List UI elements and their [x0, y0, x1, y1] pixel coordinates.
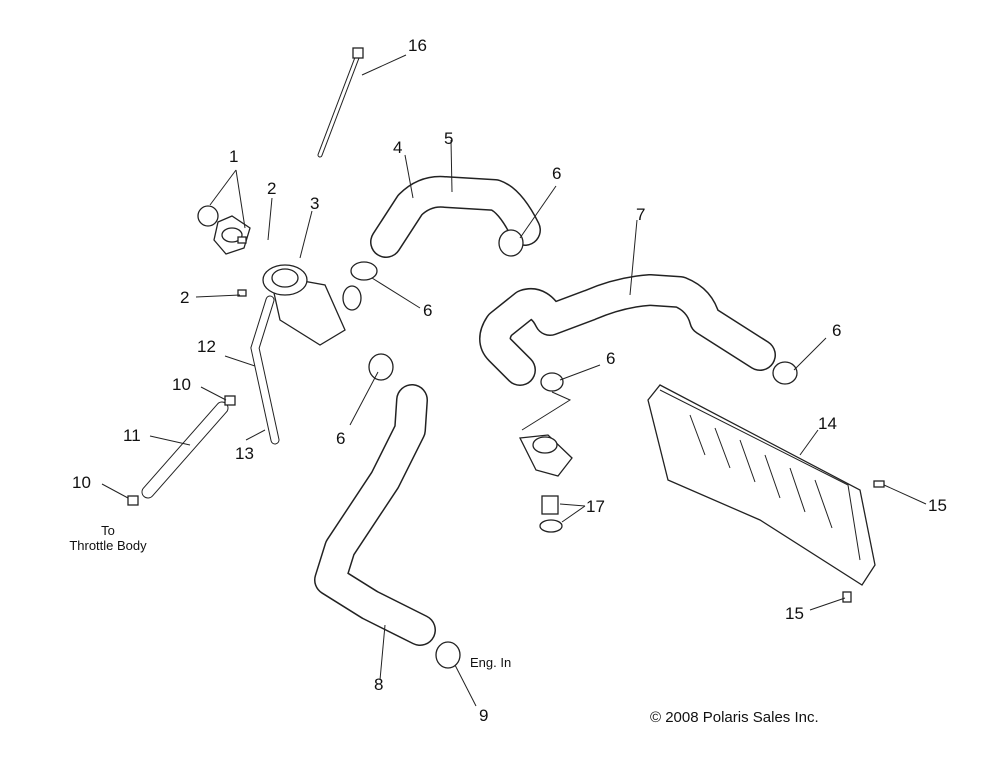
callout-15-lower: 15: [785, 604, 804, 623]
callout-7: 7: [636, 205, 646, 224]
copyright: © 2008 Polaris Sales Inc.: [650, 709, 819, 726]
hose-8: [314, 384, 436, 646]
screw-15-lower: [842, 591, 852, 603]
vent-tube-13: [250, 295, 280, 445]
callout-6-lower: 6: [336, 429, 346, 448]
callout-3: 3: [310, 194, 320, 213]
callout-14: 14: [818, 414, 837, 433]
callout-5: 5: [444, 129, 454, 148]
callout-6-thermostat: 6: [606, 349, 616, 368]
callout-9: 9: [479, 706, 489, 725]
coolant-reservoir-3: [237, 236, 362, 346]
panel-14: [647, 384, 876, 586]
hose-4-5: [370, 175, 541, 258]
thermostat-17: [539, 495, 563, 533]
throttle-body-label: Throttle Body: [69, 537, 147, 553]
leader-lines: [101, 54, 927, 707]
callout-2-lower: 2: [180, 288, 190, 307]
callout-16: 16: [408, 36, 427, 55]
callout-6-right: 6: [832, 321, 842, 340]
screw-15-upper: [873, 480, 885, 488]
leader-thermostat: [521, 391, 572, 431]
cable-tie-16: [317, 47, 364, 158]
clamp-10-top: [224, 395, 236, 406]
callout-1: 1: [229, 147, 239, 166]
hose-7: [479, 274, 776, 386]
callout-11: 11: [123, 426, 141, 445]
callout-17: 17: [586, 497, 605, 516]
callout-4: 4: [393, 138, 403, 157]
callout-12: 12: [197, 337, 216, 356]
clamp-9: [435, 641, 461, 669]
hose-clamps-6: [350, 229, 798, 392]
to-label: To: [101, 523, 115, 538]
tube-11: [141, 401, 229, 499]
clamp-10-bottom: [127, 495, 139, 506]
radiator-cap-1: [197, 205, 251, 255]
callout-10-lower: 10: [72, 473, 91, 492]
thermostat-housing: [518, 434, 573, 477]
callout-15-upper: 15: [928, 496, 947, 515]
callout-8: 8: [374, 675, 384, 694]
callout-2-upper: 2: [267, 179, 277, 198]
callout-6-top: 6: [552, 164, 562, 183]
eng-in-label: Eng. In: [470, 655, 512, 670]
callout-13: 13: [235, 444, 254, 463]
callout-6-middle: 6: [423, 301, 433, 320]
callout-10-upper: 10: [172, 375, 191, 394]
throttle-body-note: To Throttle Body: [48, 523, 168, 554]
